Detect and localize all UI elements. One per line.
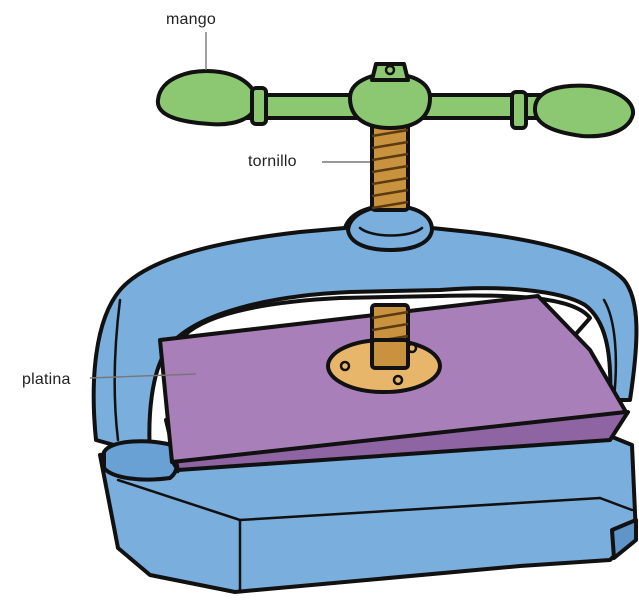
- pressure-plate: [328, 340, 440, 392]
- label-screw-text: tornillo: [248, 153, 297, 170]
- label-handle-text: mango: [166, 11, 216, 28]
- label-screw: tornillo: [248, 153, 370, 170]
- label-platen-text: platina: [22, 371, 71, 388]
- label-handle: mango: [166, 11, 216, 70]
- handle: [158, 64, 633, 136]
